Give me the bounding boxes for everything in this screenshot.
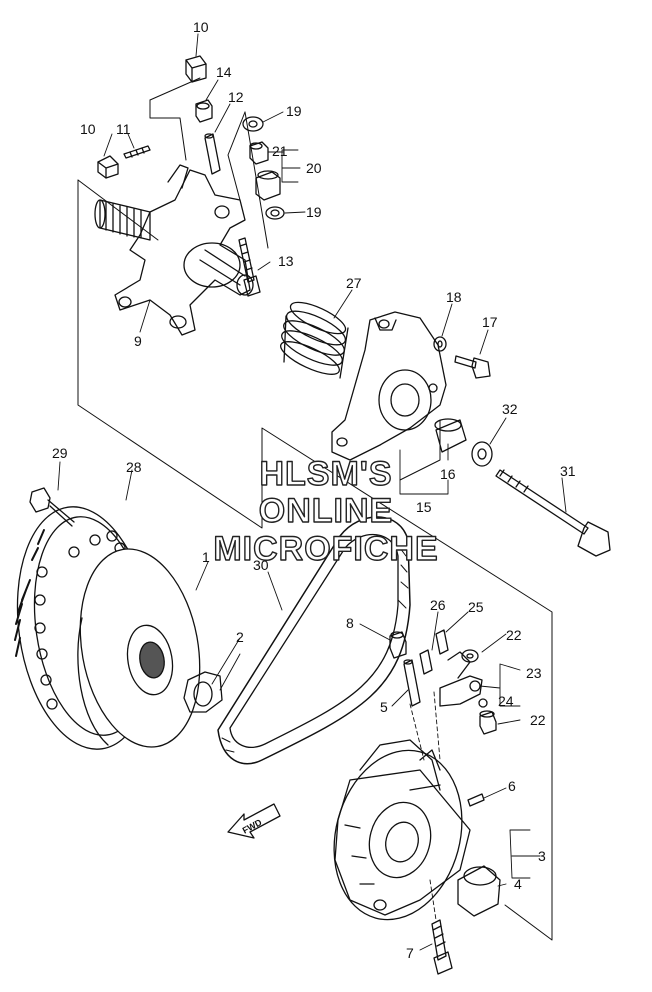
- part-label-15: 15: [416, 499, 432, 515]
- part-label-22-top: 22: [506, 627, 522, 643]
- movable-sheave-assembly: [333, 739, 471, 921]
- drive-spider-assembly: [94, 164, 254, 336]
- part-number-labels: 10 14 12 19 10 11 21 20 19 13 27 18 17 9…: [52, 19, 576, 961]
- label-leader-lines: [57, 33, 567, 951]
- part-label-23: 23: [526, 665, 542, 681]
- part-label-27: 27: [346, 275, 362, 291]
- part-label-4: 4: [514, 876, 522, 892]
- part-label-5: 5: [380, 699, 388, 715]
- part-label-1: 1: [202, 549, 210, 565]
- part-label-11: 11: [116, 121, 131, 137]
- part-label-10-left: 10: [80, 121, 96, 137]
- part-label-28: 28: [126, 459, 142, 475]
- part-label-9: 9: [134, 333, 142, 349]
- part-label-30: 30: [253, 557, 269, 573]
- part-label-3: 3: [538, 848, 546, 864]
- clamp-collar: [183, 671, 223, 713]
- part-label-6: 6: [508, 778, 516, 794]
- part-label-26: 26: [430, 597, 446, 613]
- part-label-14: 14: [216, 64, 232, 80]
- watermark-line-1: HLSM'S: [259, 455, 392, 493]
- part-label-31: 31: [560, 463, 576, 479]
- part-label-8: 8: [346, 615, 354, 631]
- fixed-sheave-and-ring-gear: [14, 506, 201, 750]
- part-label-21: 21: [272, 143, 288, 159]
- part-label-19-top: 19: [286, 103, 302, 119]
- watermark-line-3: MICROFICHE: [213, 530, 438, 568]
- forward-direction-arrow: FWD: [227, 803, 281, 839]
- spring: [280, 301, 349, 379]
- part-label-7: 7: [406, 945, 414, 961]
- clutch-small-parts: [389, 629, 501, 975]
- cover-small-parts: [433, 336, 611, 557]
- watermark: HLSM'S ONLINE MICROFICHE: [213, 454, 439, 568]
- part-label-2: 2: [236, 629, 244, 645]
- part-label-17: 17: [482, 314, 498, 330]
- drive-belt: [217, 516, 411, 765]
- watermark-line-2: ONLINE: [259, 492, 393, 530]
- cover: [331, 311, 447, 461]
- part-label-20: 20: [306, 160, 322, 176]
- part-label-12: 12: [228, 89, 244, 105]
- part-label-32: 32: [502, 401, 518, 417]
- part-label-18: 18: [446, 289, 462, 305]
- ring-gear-bolt: [29, 487, 75, 527]
- spider-small-parts: [97, 55, 285, 297]
- part-label-10-top: 10: [193, 19, 209, 35]
- part-label-22-bottom: 22: [530, 712, 546, 728]
- part-label-19-bottom: 19: [306, 204, 322, 220]
- part-label-29: 29: [52, 445, 68, 461]
- part-label-24: 24: [498, 693, 514, 709]
- part-label-16: 16: [440, 466, 456, 482]
- part-label-25: 25: [468, 599, 484, 615]
- part-label-13: 13: [278, 253, 294, 269]
